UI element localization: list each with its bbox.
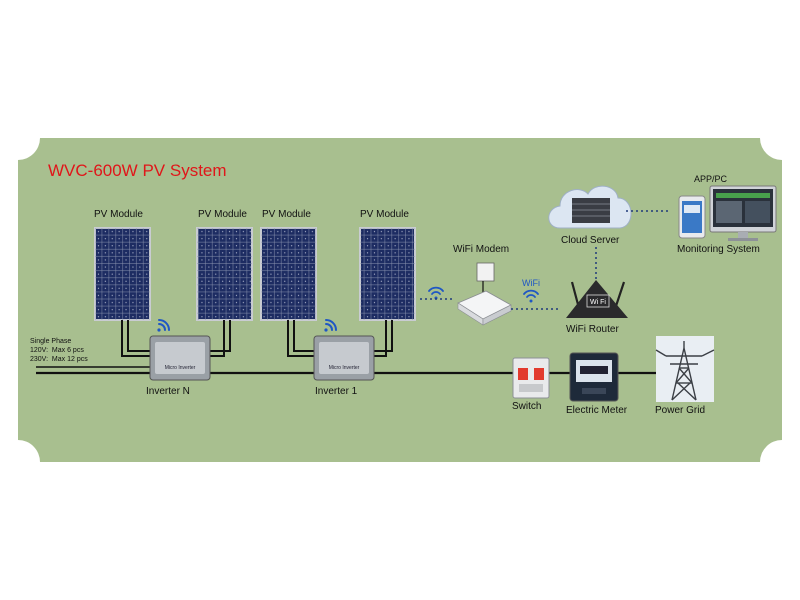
pv-module-1-label: PV Module — [94, 209, 143, 220]
dc-cables-inverter-1 — [287, 320, 393, 357]
inverter-n-device-text: Micro Inverter — [165, 365, 196, 371]
monitor-icon — [709, 185, 777, 241]
inverter-n-wifi-icon — [157, 319, 170, 332]
monitoring-system-label: Monitoring System — [677, 244, 760, 255]
single-phase-note: Single Phase 120V: Max 6 pcs 230V: Max 1… — [30, 337, 88, 364]
pv-module-4 — [359, 227, 416, 321]
cloud-server-label: Cloud Server — [561, 235, 620, 246]
app-pc-label: APP/PC — [694, 174, 728, 184]
single-phase-120v: 120V: Max 6 pcs — [30, 347, 84, 354]
wifi-link-label: WiFi — [522, 278, 540, 288]
router-badge-text: Wi Fi — [590, 299, 606, 306]
wifi-router-label: WiFi Router — [566, 324, 619, 335]
switch-label: Switch — [512, 401, 542, 412]
power-grid-label: Power Grid — [655, 405, 706, 416]
power-grid-tower-icon — [655, 336, 715, 402]
wifi-link-icon — [523, 289, 539, 303]
pv-module-2 — [196, 227, 253, 321]
inverter-1-wifi-icon — [324, 319, 337, 332]
wifi-router-device: Wi Fi — [566, 280, 628, 318]
wifi-modem-device — [457, 262, 512, 326]
diagram-title: WVC-600W PV System — [48, 161, 227, 180]
switch-device — [512, 357, 550, 399]
pv-module-3 — [260, 227, 317, 321]
smartphone-icon — [678, 195, 706, 239]
pv-module-2-label: PV Module — [198, 209, 247, 220]
pv-module-4-label: PV Module — [360, 209, 409, 220]
dc-cables-inverter-n — [121, 320, 231, 357]
single-phase-230v: 230V: Max 12 pcs — [30, 356, 88, 363]
inverter-n-device: Micro Inverter — [149, 335, 211, 381]
electric-meter-label: Electric Meter — [566, 405, 628, 416]
electric-meter-device — [569, 352, 619, 402]
inverter-n-label: Inverter N — [146, 386, 190, 397]
wifi-modem-label: WiFi Modem — [453, 244, 510, 255]
pv-module-3-label: PV Module — [262, 209, 311, 220]
pv-module-1 — [94, 227, 151, 321]
inverter-1-label: Inverter 1 — [315, 386, 358, 397]
inverter-1-device: Micro Inverter — [313, 335, 375, 381]
single-phase-heading: Single Phase — [30, 338, 72, 345]
inverter-1-device-text: Micro Inverter — [329, 365, 360, 371]
cloud-server-icon — [548, 185, 632, 229]
